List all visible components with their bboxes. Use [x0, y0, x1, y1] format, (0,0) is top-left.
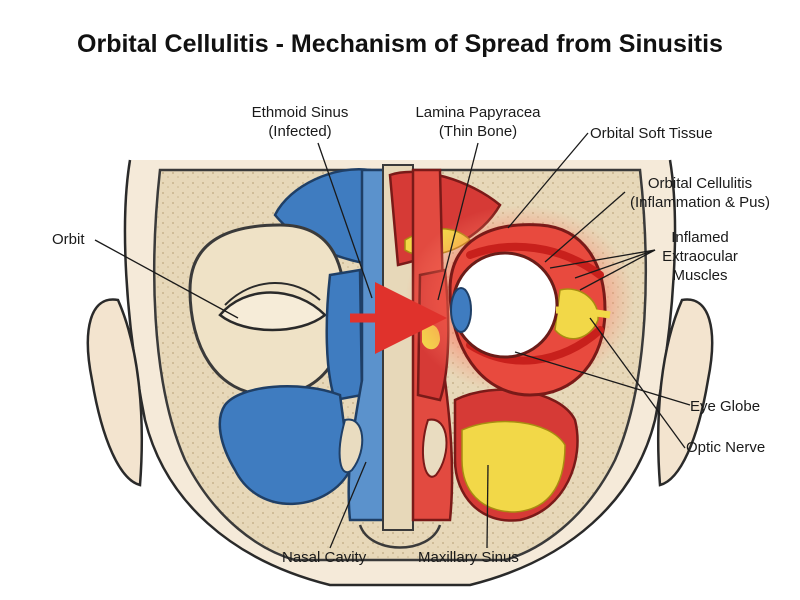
right-ear: [656, 298, 714, 487]
label-optic-nerve: Optic Nerve: [686, 439, 766, 456]
leader-orbital-cellulitis: [544, 191, 626, 263]
label-ethmoid-sinus-line2: (Infected): [268, 123, 332, 140]
left-ear: [86, 298, 144, 487]
leader-lamina-papyracea: [437, 142, 479, 301]
label-inflamed-muscles-line3: Muscles: [672, 267, 728, 284]
leader-muscles-a: [549, 249, 656, 269]
label-inflamed-muscles: Inflamed Extraocular Muscles: [650, 228, 750, 285]
leader-orbit: [94, 239, 239, 319]
label-maxillary-sinus: Maxillary Sinus: [418, 549, 519, 566]
extraocular-muscle-upper: [466, 242, 604, 279]
nose-base: [358, 524, 442, 549]
label-lamina-papyracea: Lamina Papyracea (Thin Bone): [413, 103, 543, 141]
optic-nerve: [555, 306, 611, 319]
leader-eye-globe: [514, 351, 691, 406]
leader-nasal-cavity: [329, 461, 367, 549]
label-orbital-cellulitis-line2: (Inflammation & Pus): [629, 194, 771, 211]
leader-muscles-c: [579, 249, 656, 291]
left-turbinate: [338, 418, 364, 474]
label-orbital-cellulitis: Orbital Cellulitis (Inflammation & Pus): [620, 174, 780, 212]
left-closed-eye: [218, 291, 327, 332]
label-eye-globe: Eye Globe: [690, 398, 761, 415]
page-title: Orbital Cellulitis - Mechanism of Spread…: [77, 30, 723, 58]
eye-iris: [450, 287, 472, 333]
leader-maxillary-sinus: [486, 464, 489, 549]
leader-muscles-b: [574, 249, 656, 279]
right-turbinate: [422, 418, 448, 478]
left-ethmoid-cells: [325, 268, 364, 402]
left-eyelid-crease: [224, 282, 321, 306]
leader-lines: [94, 132, 691, 549]
label-lamina-papyracea-line2: (Thin Bone): [438, 123, 518, 140]
label-orbital-soft-tissue: Orbital Soft Tissue: [590, 125, 713, 142]
leader-ethmoid-sinus: [317, 142, 373, 299]
label-orbital-cellulitis-line1: Orbital Cellulitis: [647, 175, 753, 192]
leader-orbital-soft-tissue: [507, 132, 589, 229]
label-ethmoid-sinus-line1: Ethmoid Sinus: [251, 104, 349, 121]
label-inflamed-muscles-line1: Inflamed: [671, 229, 729, 246]
label-lamina-papyracea-line1: Lamina Papyracea: [415, 104, 541, 121]
label-ethmoid-sinus: Ethmoid Sinus (Infected): [240, 103, 360, 141]
label-nasal-cavity: Nasal Cavity: [282, 549, 367, 566]
left-maxillary-sinus: [218, 385, 352, 505]
label-orbit: Orbit: [52, 231, 85, 248]
leader-optic-nerve: [589, 317, 686, 449]
label-inflamed-muscles-line2: Extraocular: [662, 248, 738, 265]
